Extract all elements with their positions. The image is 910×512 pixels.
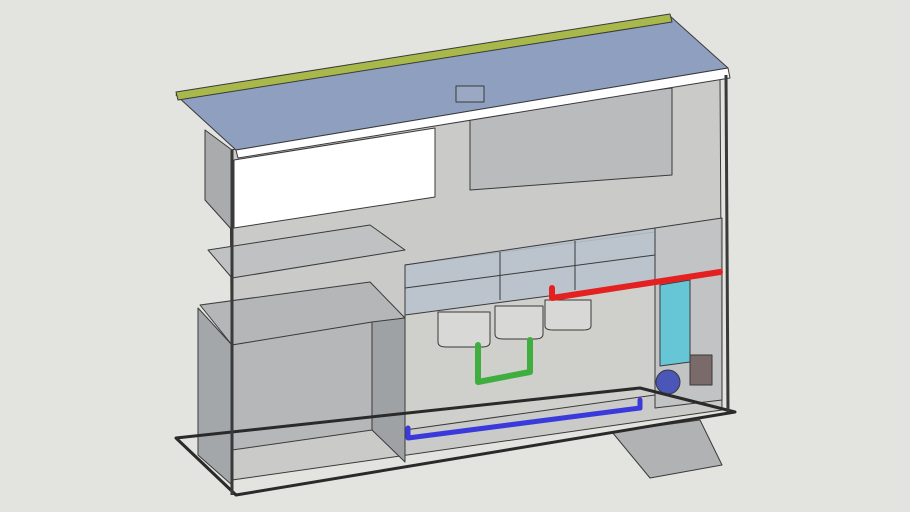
sink-bowl-2 (494, 305, 544, 340)
front-post-right (724, 74, 730, 413)
cold-water-pipe (405, 397, 643, 441)
countertop-front-edge (235, 67, 731, 159)
upper-cabinet-left-side (204, 129, 233, 231)
divider (404, 254, 656, 289)
lower-cabinet-side (371, 317, 406, 463)
shelf-upper (207, 224, 406, 279)
valve-block (689, 354, 713, 386)
white-wall-panel (233, 127, 436, 229)
water-heater (659, 279, 691, 367)
sink-bowl-3 (544, 299, 592, 331)
hot-water-pipe (549, 269, 723, 301)
countertop-back-edge (175, 13, 673, 101)
pump (655, 369, 681, 395)
vent-box (455, 85, 485, 103)
floor-frame (174, 386, 737, 497)
drain-pipe (475, 337, 533, 385)
sink-bowl-1 (437, 311, 491, 348)
